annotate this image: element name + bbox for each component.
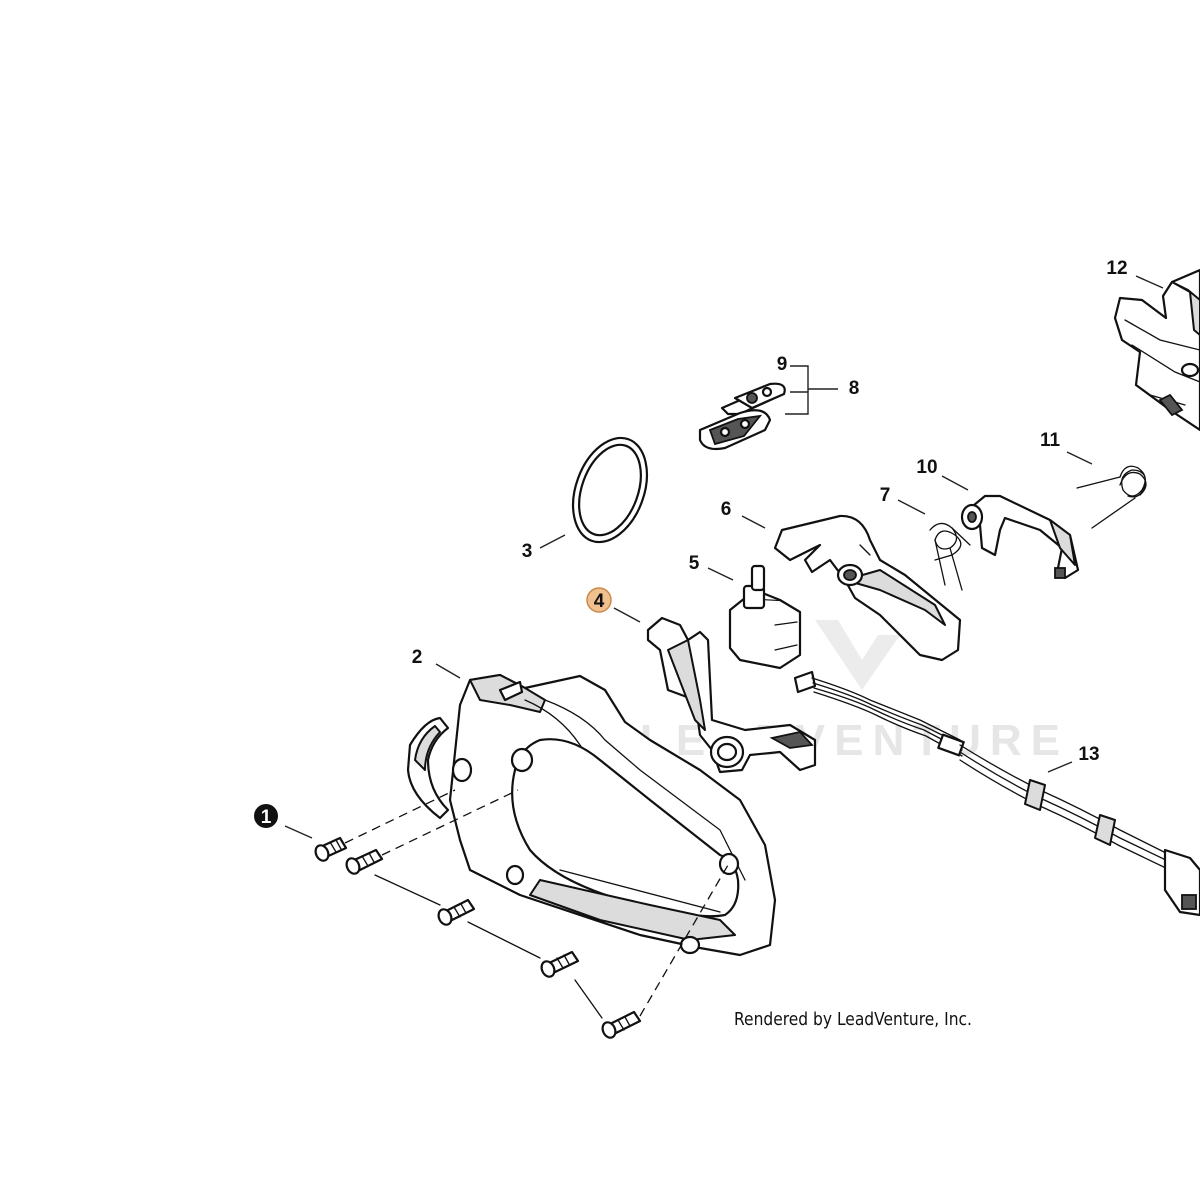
rendered-by-credit: Rendered by LeadVenture, Inc.	[734, 1009, 972, 1030]
part-12-housing[interactable]	[1113, 268, 1200, 432]
screw	[345, 848, 384, 875]
screw	[437, 898, 476, 926]
part-6-trigger-lever[interactable]	[773, 514, 962, 662]
callout-4[interactable]: 4	[586, 587, 612, 613]
callout-2[interactable]: 2	[412, 647, 423, 668]
part-9-membrane[interactable]	[720, 382, 786, 416]
callout-labels: 1 2 3 4 5 6 7 8 9 10 11 12 13	[254, 258, 1128, 828]
part-3-o-ring[interactable]	[560, 428, 661, 553]
part-5-switch[interactable]	[728, 564, 802, 670]
callout-6[interactable]: 6	[721, 499, 732, 520]
part-13-wiring-harness[interactable]	[793, 670, 1200, 917]
screw	[601, 1010, 642, 1039]
callout-9[interactable]: 9	[777, 354, 788, 375]
svg-text:4: 4	[594, 591, 605, 612]
callout-1[interactable]: 1	[254, 804, 278, 828]
callout-5[interactable]: 5	[689, 553, 700, 574]
part-2-handle-housing[interactable]	[406, 673, 777, 957]
callout-8[interactable]: 8	[849, 378, 860, 399]
callout-11[interactable]: 11	[1040, 430, 1061, 451]
part-10-lock-off-lever[interactable]	[960, 494, 1080, 580]
callout-3[interactable]: 3	[522, 541, 533, 562]
callout-13[interactable]: 13	[1078, 744, 1099, 765]
callout-10[interactable]: 10	[916, 457, 937, 478]
part-8-button-pad[interactable]	[698, 409, 772, 451]
screw	[540, 950, 580, 978]
svg-text:1: 1	[261, 807, 272, 828]
part-7-spring[interactable]	[929, 522, 971, 591]
leader-lines	[284, 275, 1164, 839]
part-4-switch-lever[interactable]	[646, 616, 817, 774]
screw	[314, 836, 348, 862]
part-1-screws[interactable]	[313, 789, 729, 1040]
callout-12[interactable]: 12	[1106, 258, 1127, 279]
callout-7[interactable]: 7	[880, 485, 891, 506]
part-11-torsion-spring[interactable]	[1076, 465, 1147, 529]
